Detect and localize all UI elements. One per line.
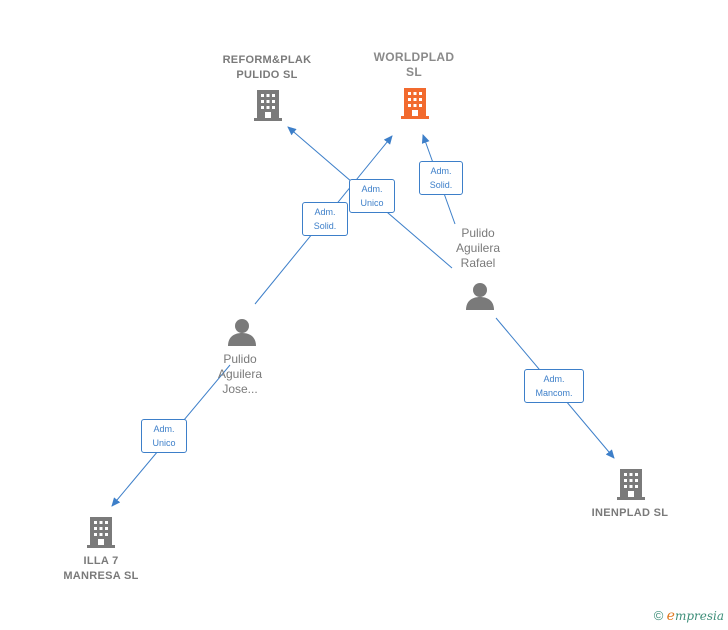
building-icon[interactable] — [617, 469, 645, 500]
edge-label-rafael-inenplad: Adm. Mancom. — [524, 369, 584, 403]
person-name-line: Aguilera — [455, 241, 501, 255]
company-name-line: PULIDO SL — [236, 69, 298, 81]
edge-label-line: Adm. — [314, 207, 336, 217]
brand-e: e — [666, 608, 675, 624]
person-icon[interactable] — [466, 283, 494, 310]
company-name-line: SL — [406, 65, 422, 79]
building-icon[interactable] — [87, 517, 115, 548]
company-label-illa7[interactable]: ILLA 7 MANRESA SL — [46, 554, 156, 584]
edge-label-rafael-worldplad: Adm. Solid. — [419, 161, 463, 195]
copyright-icon: © — [653, 608, 664, 623]
edge-label-line: Adm. — [430, 166, 452, 176]
company-name-line: INENPLAD SL — [591, 507, 669, 519]
person-name-line: Rafael — [460, 256, 496, 270]
person-name-line: Jose... — [222, 382, 258, 396]
company-name-line: MANRESA SL — [63, 570, 139, 582]
company-name-line: WORLDPLAD — [373, 50, 455, 64]
edge-label-line: Solid. — [313, 221, 337, 231]
edge-label-line: Unico — [152, 438, 176, 448]
company-label-inenplad[interactable]: INENPLAD SL — [575, 506, 685, 521]
edge-label-line: Adm. — [153, 424, 175, 434]
company-name-line: REFORM&PLAK — [222, 54, 312, 66]
building-icon[interactable] — [254, 90, 282, 121]
edge-label-jose-worldplad: Adm. Solid. — [302, 202, 348, 236]
edge-label-line: Mancom. — [535, 388, 573, 398]
edge-label-rafael-reformplak: Adm. Unico — [349, 179, 395, 213]
brand-name: mpresia — [674, 609, 724, 623]
person-label-rafael[interactable]: Pulido Aguilera Rafael — [438, 226, 518, 271]
edge-label-line: Solid. — [429, 180, 453, 190]
edge-label-line: Adm. — [543, 374, 565, 384]
edge-label-line: Adm. — [361, 184, 383, 194]
building-icon[interactable] — [401, 88, 429, 119]
brand-logo[interactable]: © empresia — [654, 608, 724, 624]
company-name-line: ILLA 7 — [83, 555, 119, 567]
person-name-line: Pulido — [223, 352, 257, 366]
edge-label-jose-illa7: Adm. Unico — [141, 419, 187, 453]
person-name-line: Pulido — [461, 226, 495, 240]
person-icon[interactable] — [228, 319, 256, 346]
person-label-jose[interactable]: Pulido Aguilera Jose... — [200, 352, 280, 397]
company-label-reformplak[interactable]: REFORM&PLAK PULIDO SL — [207, 53, 327, 83]
company-label-worldplad[interactable]: WORLDPLAD SL — [364, 50, 464, 80]
edge-label-line: Unico — [360, 198, 384, 208]
person-name-line: Aguilera — [217, 367, 263, 381]
